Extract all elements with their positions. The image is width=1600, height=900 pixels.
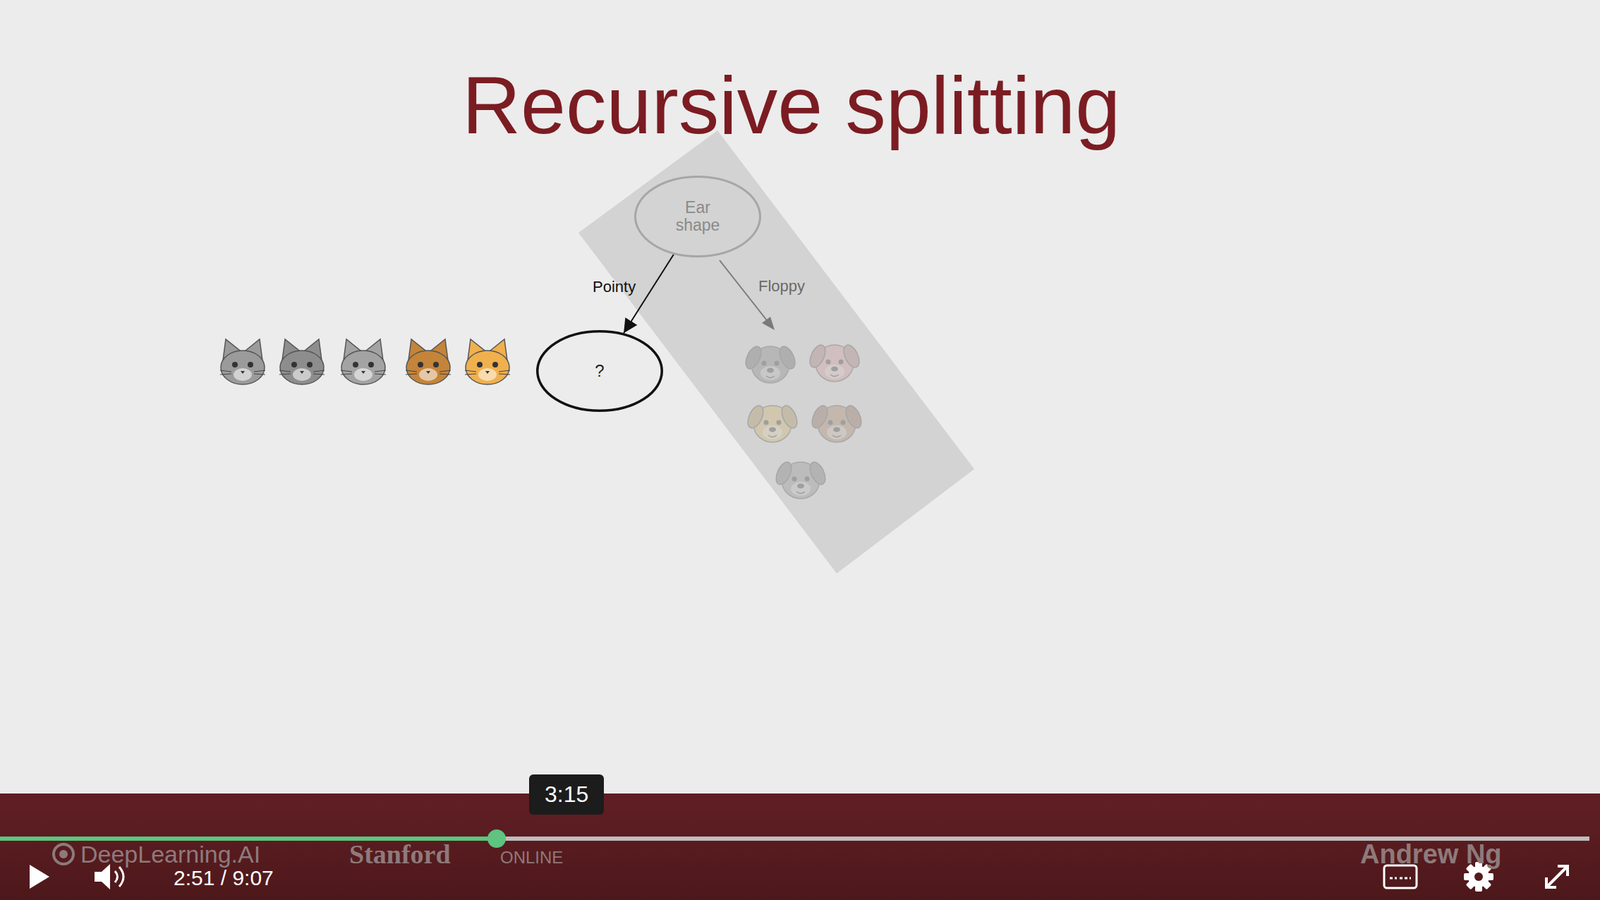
branch-label: Floppy: [758, 277, 805, 295]
decision-node: Ear shape: [634, 175, 762, 258]
cat-face: [405, 339, 451, 385]
progress-track: [0, 836, 1590, 841]
captions-icon: [1399, 877, 1411, 880]
watermark: ONLINE: [500, 847, 563, 868]
node-label: ?: [594, 361, 604, 381]
node-text-wrap: ?: [594, 361, 604, 381]
logo-mark: [53, 844, 74, 865]
edge-label: Pointy: [592, 277, 636, 297]
cat-face: [340, 339, 386, 385]
cat-face: [464, 339, 511, 385]
captions-icon: [1389, 877, 1397, 880]
volume-icon: [94, 864, 111, 890]
node-text-wrap: Ear shape: [675, 198, 721, 235]
slide-title: Recursive splitting: [462, 56, 1121, 154]
logo-mark: [59, 850, 68, 859]
control-bar: [0, 793, 1600, 900]
progress-knob: [487, 829, 506, 848]
node-label: Ear shape: [675, 198, 721, 235]
play-icon: [29, 864, 50, 889]
time-tooltip: 3:15: [529, 774, 604, 815]
volume-icon: [114, 871, 118, 883]
node-ellipse: [537, 331, 663, 412]
arrow-head: [761, 316, 775, 331]
leaf-node: ?: [536, 330, 664, 412]
watermark: DeepLearning.AI: [80, 840, 261, 869]
cat-face: [279, 339, 325, 385]
time-display: 2:51 / 9:07: [173, 866, 274, 892]
highlight-band: [578, 130, 975, 574]
fullscreen-icon: [1546, 866, 1568, 888]
cat-face: [220, 339, 266, 385]
node-ellipse: [635, 177, 761, 257]
watermark: Stanford: [349, 839, 451, 871]
volume-icon: [119, 867, 124, 887]
watermark: Andrew Ng: [1360, 839, 1502, 871]
